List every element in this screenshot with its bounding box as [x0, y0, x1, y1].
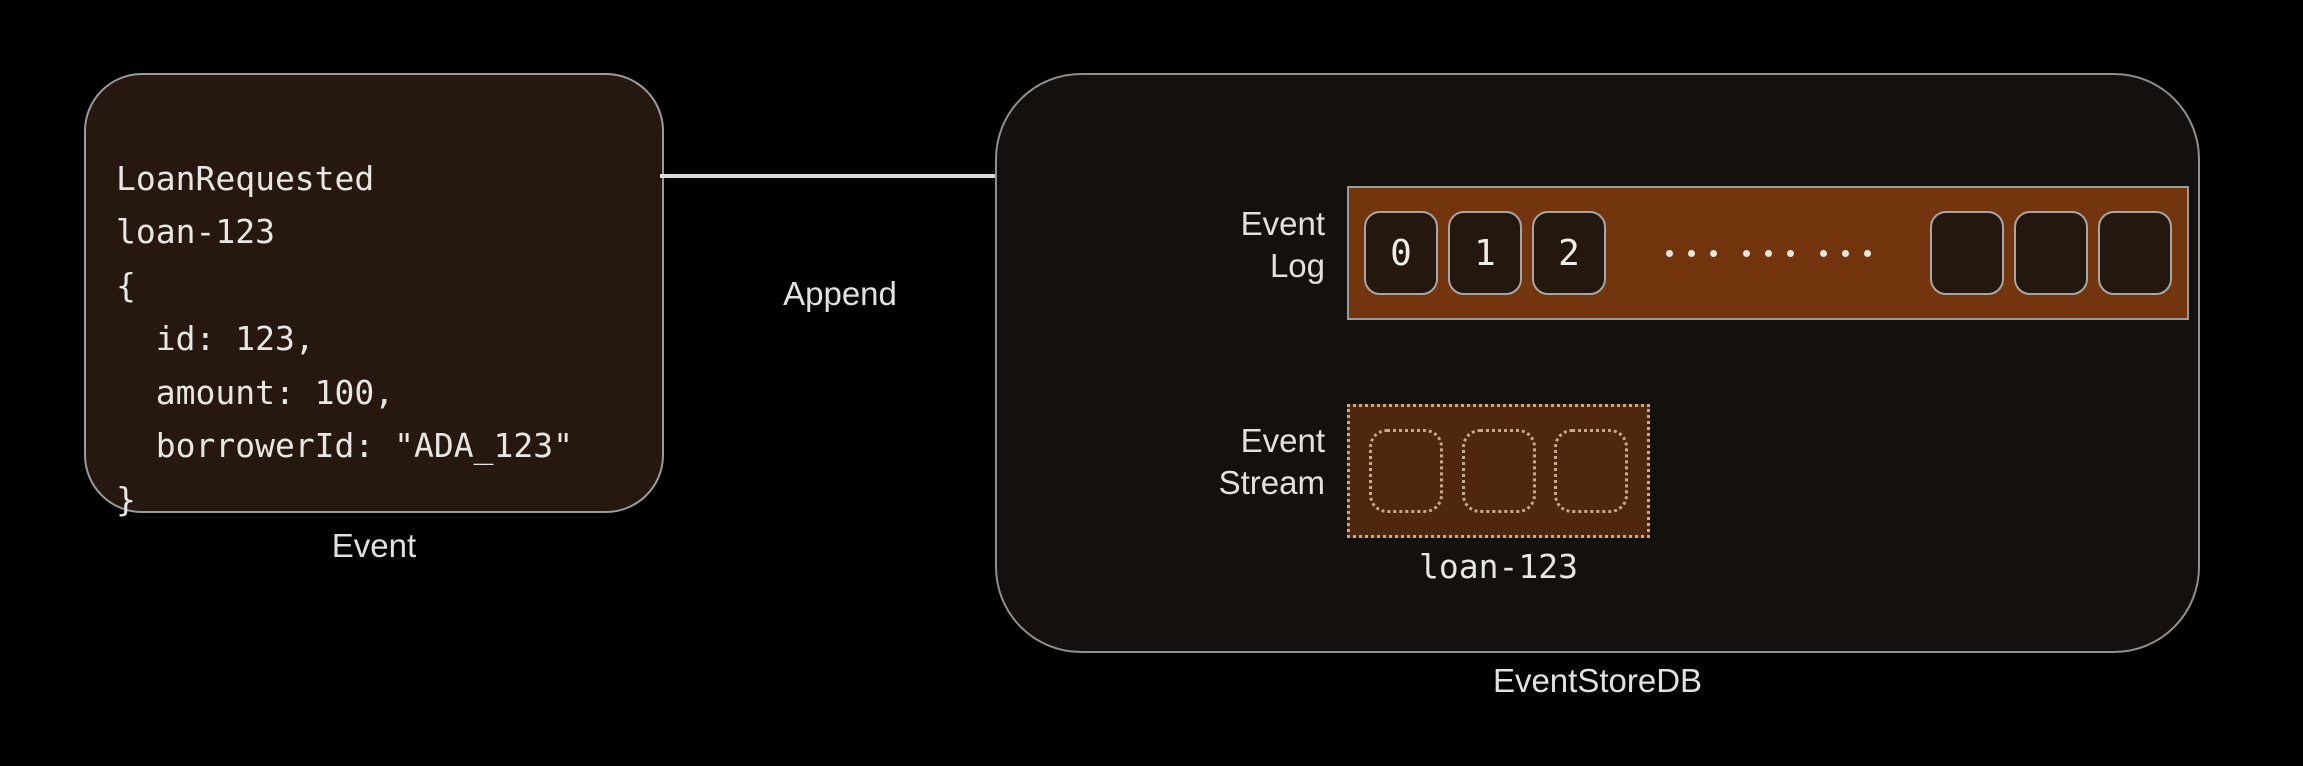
ellipsis-dot [1709, 249, 1717, 257]
eventstoredb-container [995, 73, 2200, 653]
event-log-track: 0 1 2 [1347, 186, 2189, 320]
event-stream-empty-cell [1554, 429, 1629, 513]
event-card-caption: Event [331, 527, 417, 564]
event-log-label-line1: Event [1240, 205, 1325, 242]
ellipsis-dot [1863, 249, 1871, 257]
event-stream-label: Event Stream [1135, 420, 1325, 504]
ellipsis-dot [1665, 249, 1673, 257]
event-log-cell: 1 [1448, 211, 1522, 295]
event-stream-name: loan-123 [1419, 547, 1578, 586]
eventstoredb-caption: EventStoreDB [1492, 662, 1703, 699]
event-log-ellipsis [1611, 249, 1925, 257]
event-stream-label-line2: Stream [1218, 464, 1325, 502]
event-log-label: Event Log [1135, 203, 1325, 287]
ellipsis-dot [1687, 249, 1695, 257]
ellipsis-dot-group [1665, 249, 1717, 257]
event-log-empty-cell [2098, 211, 2172, 295]
ellipsis-dot [1819, 249, 1827, 257]
event-card: LoanRequested loan-123 { id: 123, amount… [84, 73, 664, 519]
event-log-empty-cell [2014, 211, 2088, 295]
append-label: Append [783, 275, 897, 312]
event-stream-track [1347, 404, 1650, 538]
event-stream-empty-cell [1368, 429, 1443, 513]
event-log-empty-cell [1930, 211, 2004, 295]
ellipsis-dot-group [1742, 249, 1794, 257]
event-log-cell: 0 [1364, 211, 1438, 295]
event-stream-label-line1: Event [1240, 422, 1325, 459]
ellipsis-dot [1841, 249, 1849, 257]
ellipsis-dot [1764, 249, 1772, 257]
event-log-cell: 2 [1532, 211, 1606, 295]
ellipsis-dot-group [1819, 249, 1871, 257]
event-payload-code: LoanRequested loan-123 { id: 123, amount… [116, 159, 573, 519]
ellipsis-dot [1786, 249, 1794, 257]
ellipsis-dot [1742, 249, 1750, 257]
event-log-label-line2: Log [1269, 247, 1325, 285]
event-stream-empty-cell [1461, 429, 1536, 513]
